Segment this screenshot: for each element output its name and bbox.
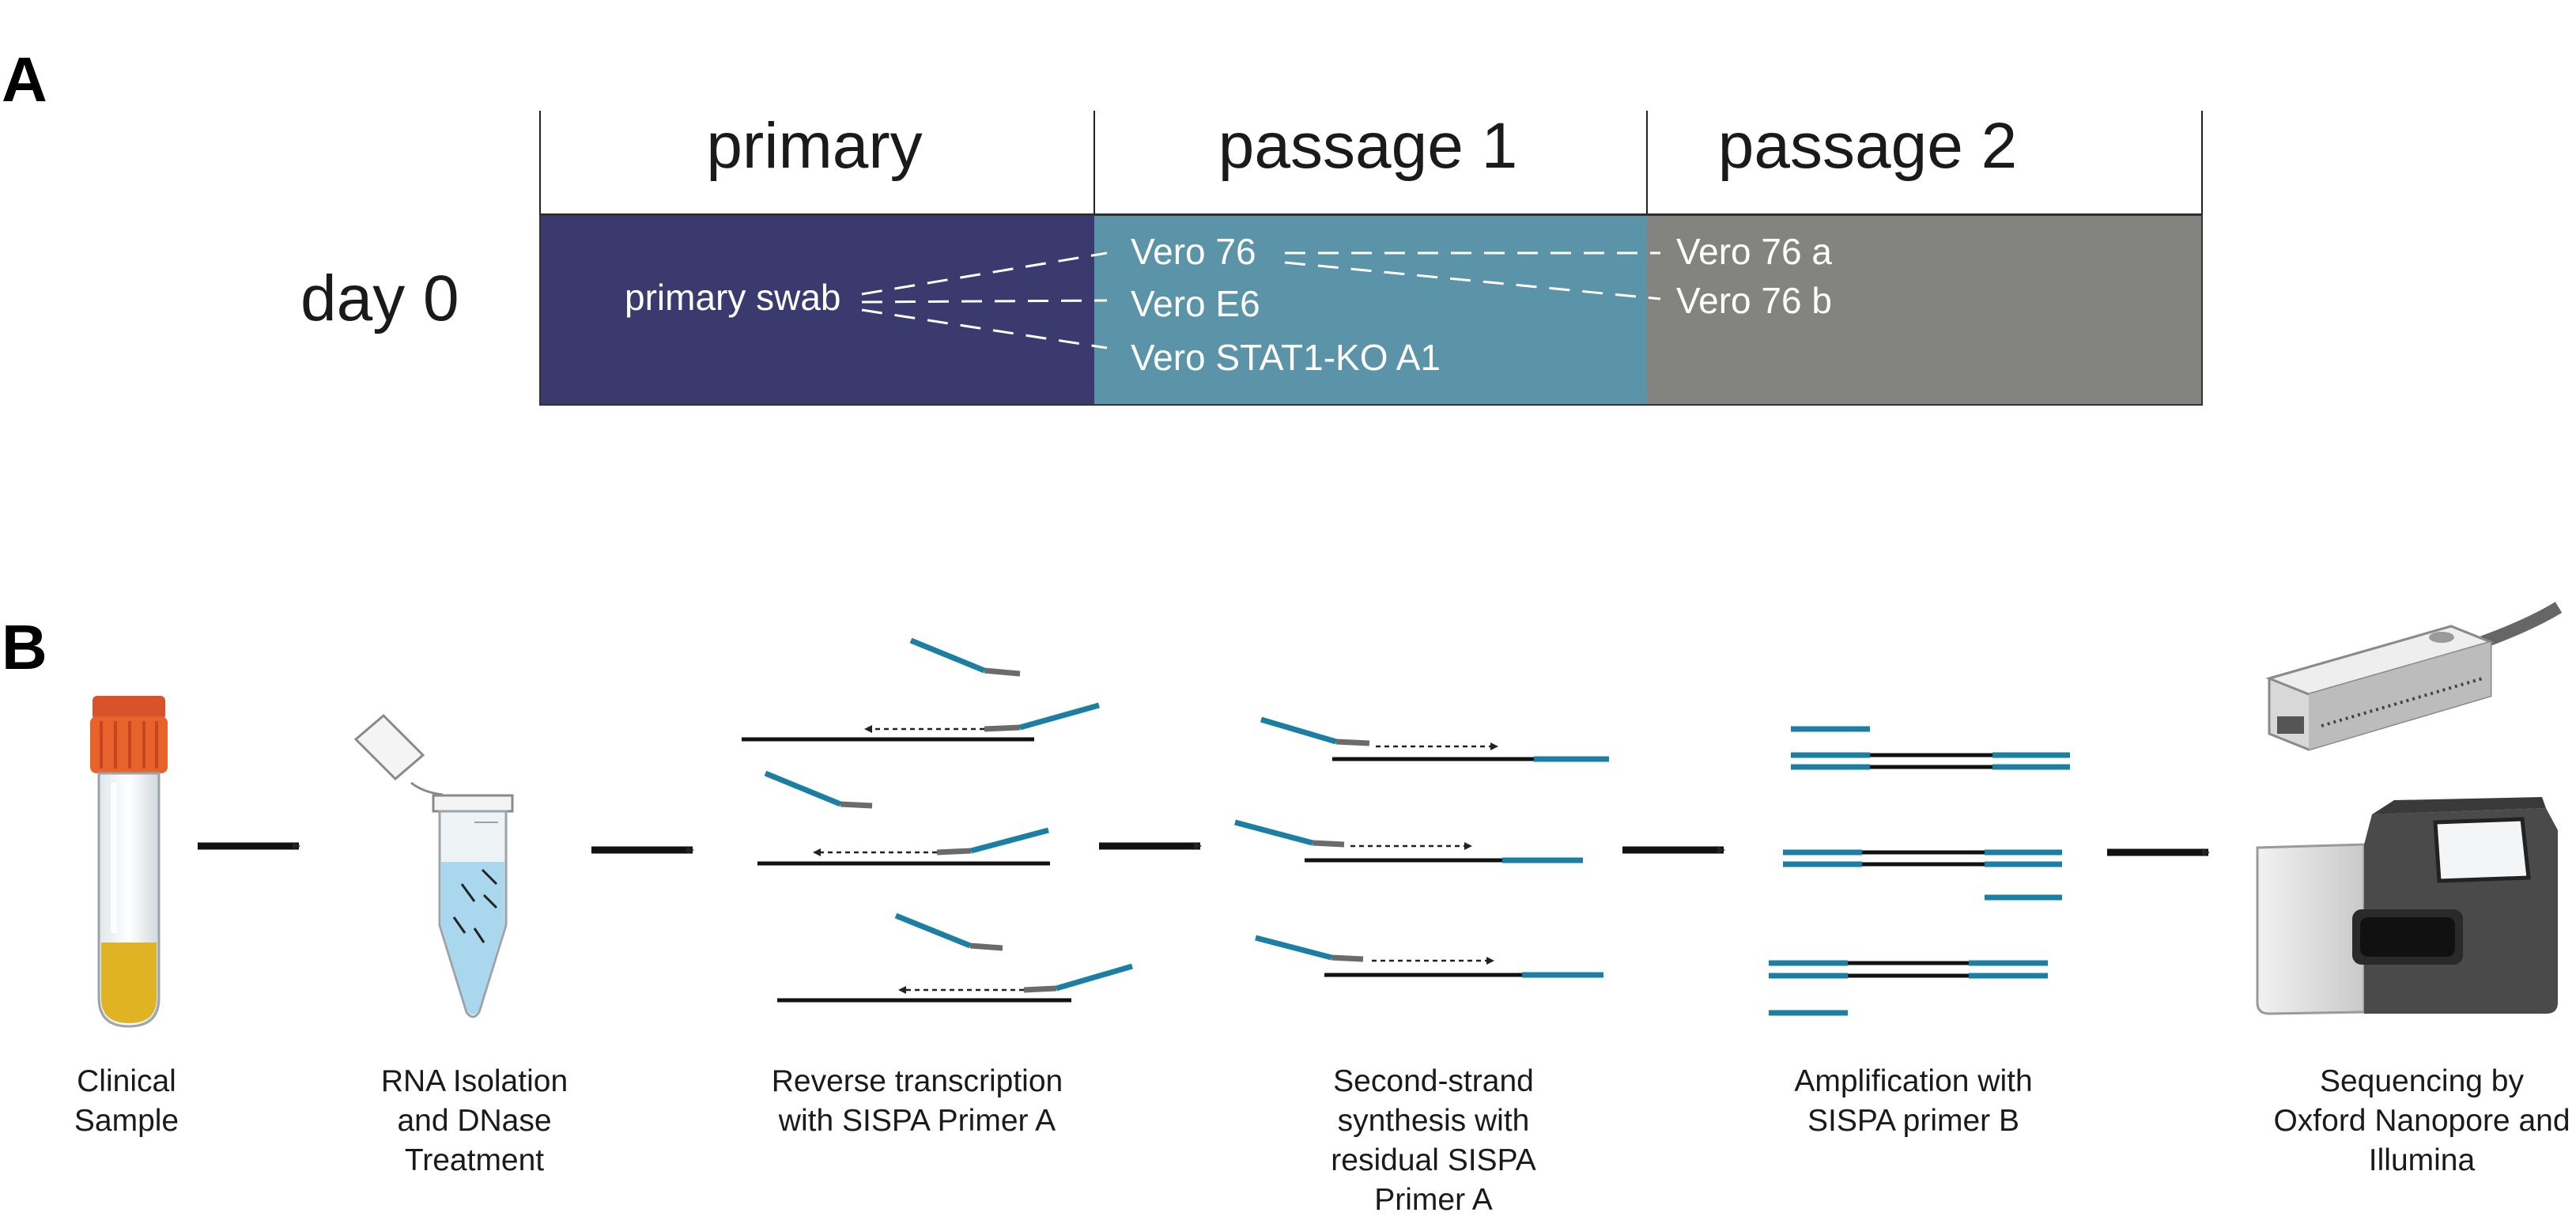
step-label-line: RNA Isolation (381, 1064, 568, 1098)
header-row: primary passage 1 passage 2 (539, 110, 2203, 215)
passage-1-cell (1094, 215, 1647, 405)
step-label-second-strand: Second-strand synthesis with residual SI… (1331, 1064, 1535, 1217)
step-label-line: Reverse transcription (772, 1064, 1063, 1098)
step-label-line: Primer A (1374, 1183, 1493, 1217)
step-label-amplification: Amplification with SISPA primer B (1794, 1064, 2032, 1138)
panel-a-letter: A (2, 44, 47, 115)
primary-cell (540, 215, 1094, 405)
step-label-clinical-sample: Clinical Sample (74, 1064, 179, 1138)
clinical-sample-tube-icon (90, 696, 168, 1028)
step-label-line: Clinical (77, 1064, 176, 1098)
vero-e6-label: Vero E6 (1131, 283, 1260, 324)
step-label-line: Sequencing by (2320, 1064, 2525, 1098)
column-header-passage-2: passage 2 (1718, 110, 2017, 182)
step-label-line: Second-strand (1333, 1064, 1534, 1098)
step-label-sequencing: Sequencing by Oxford Nanopore and Illumi… (2273, 1064, 2570, 1177)
step-label-line: with SISPA Primer A (778, 1104, 1056, 1138)
step-label-line: Sample (74, 1104, 179, 1138)
row-label-day-0: day 0 (300, 263, 459, 334)
passage-2-cell (1647, 215, 2202, 405)
microcentrifuge-tube-icon (353, 713, 514, 1018)
step-label-line: SISPA primer B (1807, 1104, 2019, 1138)
illumina-sequencer-icon (2256, 797, 2558, 1015)
step-label-line: and DNase (397, 1104, 551, 1138)
vero-76-label: Vero 76 (1131, 231, 1256, 272)
step-label-line: Illumina (2369, 1143, 2476, 1177)
cells-border (539, 214, 2203, 406)
reverse-transcription-diagram (742, 637, 1133, 1003)
passage-connectors (1284, 251, 1661, 300)
step-label-rna-isolation: RNA Isolation and DNase Treatment (381, 1064, 568, 1177)
nanopore-sequencer-icon (2265, 602, 2563, 751)
column-header-passage-1: passage 1 (1218, 110, 1517, 182)
vero-76-b-label: Vero 76 b (1676, 280, 1832, 321)
amplification-diagram (1769, 726, 2070, 1016)
vero-stat1-ko-a1-label: Vero STAT1-KO A1 (1131, 337, 1441, 378)
step-label-line: Treatment (405, 1143, 544, 1177)
step-label-line: residual SISPA (1331, 1143, 1535, 1177)
step-label-line: Amplification with (1794, 1064, 2032, 1098)
vero-76-a-label: Vero 76 a (1676, 231, 1832, 272)
panel-b-letter: B (2, 612, 47, 682)
second-strand-synthesis-diagram (1234, 716, 1609, 978)
step-label-line: Oxford Nanopore and (2273, 1104, 2570, 1138)
primary-swab-label: primary swab (625, 277, 841, 318)
step-label-reverse-transcription: Reverse transcription with SISPA Primer … (772, 1064, 1063, 1138)
column-header-primary: primary (706, 110, 922, 182)
step-label-line: synthesis with (1338, 1104, 1530, 1138)
swab-connectors (861, 251, 1108, 349)
